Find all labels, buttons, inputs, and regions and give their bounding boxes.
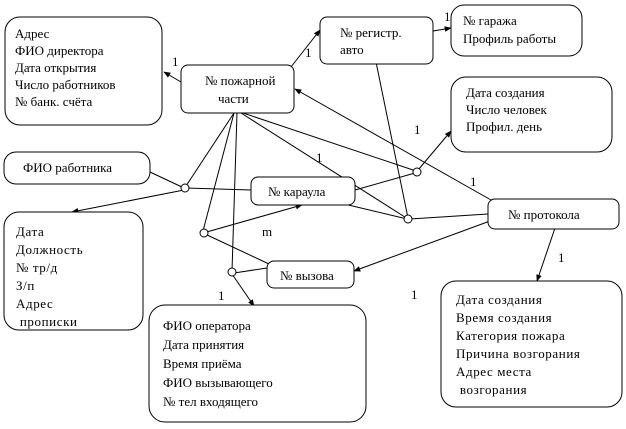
attr-line: Должность: [16, 242, 83, 257]
line-vehicle-to-node: [375, 61, 409, 219]
entity-shift: № караула: [250, 176, 356, 206]
connectors: [71, 26, 556, 307]
junction-node-worker: [180, 183, 190, 193]
line-node3-to-call: [233, 267, 268, 274]
attr-line: Профиль работы: [463, 31, 556, 46]
attr-line: ФИО вызывающего: [163, 375, 273, 390]
attr-line: Дата открытия: [15, 60, 96, 75]
cardinality-label: 1: [411, 287, 418, 302]
attr-line: З/п: [16, 278, 35, 293]
line-station-to-vehicle: [286, 29, 321, 73]
line-station-to-attrs: [163, 71, 182, 83]
attr-line: Адрес места: [456, 364, 532, 379]
attr-line: возгорания: [456, 382, 527, 397]
cardinality-label: 1: [305, 45, 312, 60]
entity-label: № пожарной: [205, 73, 275, 88]
entity-protocol: № протокола: [487, 198, 620, 230]
attr-line: Дата создания: [466, 85, 545, 100]
attr-line: № банк. счёта: [15, 94, 92, 109]
attr-line: Категория пожара: [456, 328, 565, 343]
entity-vehicle: № регистр. авто: [319, 16, 434, 65]
attr-line: Профил. день: [466, 119, 542, 134]
cardinality-label: 1: [444, 9, 451, 24]
line-node2-to-shift: [202, 204, 303, 234]
attr-line: Число человек: [466, 102, 548, 117]
svg-text:№ протокола: № протокола: [508, 207, 580, 222]
cardinality-label: 1: [470, 174, 477, 189]
line-node-to-shift: [185, 187, 252, 191]
junction-node-shift-call: [199, 228, 209, 238]
entity-call: № вызова: [266, 260, 355, 289]
cardinality-label: 1: [558, 250, 565, 265]
svg-text:№ караула: № караула: [268, 184, 326, 199]
line-node-to-worker-attrs: [71, 189, 185, 214]
entity-label: № регистр.: [340, 25, 402, 40]
attr-line: Время приёма: [163, 356, 242, 371]
entity-fire-station: № пожарной части: [180, 64, 295, 114]
attr-line: прописки: [16, 314, 78, 329]
line-node5-to-shift: [339, 202, 408, 220]
junction-node-vehicle: [403, 214, 413, 224]
entity-label: авто: [340, 42, 364, 57]
attr-line: Дата принятия: [163, 337, 244, 352]
line-node3-to-station: [231, 112, 238, 272]
attr-line: Дата: [16, 224, 44, 239]
attr-line: Причина возгорания: [456, 346, 580, 361]
line-node4-to-shift: [354, 172, 416, 191]
attr-line: Время создания: [456, 310, 552, 325]
attr-line: ФИО директора: [15, 43, 104, 58]
attr-line: № тр/д: [16, 260, 58, 275]
attr-line: Адрес: [15, 26, 50, 41]
entity-label: № караула: [268, 184, 326, 199]
attr-line: ФИО работника: [23, 160, 112, 175]
entity-worker-name: ФИО работника: [3, 151, 151, 185]
svg-text:ФИО работника: ФИО работника: [23, 160, 112, 175]
line-protocol-to-station: [294, 88, 492, 201]
cardinality-label: 1: [414, 122, 421, 137]
attr-line: Дата создания: [456, 292, 542, 307]
entity-label: № вызова: [280, 268, 334, 283]
cardinality-label: m: [262, 224, 272, 239]
svg-text:№ регистр.авто: № регистр. авто: [340, 25, 402, 57]
attr-line: ФИО оператора: [163, 318, 251, 333]
entity-label: № протокола: [508, 207, 580, 222]
line-node5-to-station: [240, 112, 409, 220]
attr-line: № тел входящего: [163, 394, 258, 409]
line-protocol-to-attrs: [536, 227, 556, 282]
cardinality-label: 1: [218, 288, 225, 303]
attr-line: Число работников: [15, 77, 116, 92]
line-node2-to-call: [204, 233, 270, 265]
junction-node-call: [227, 267, 237, 277]
line-node2-to-station: [202, 112, 235, 232]
attr-line: № гаража: [463, 13, 517, 28]
entity-label: части: [218, 91, 249, 106]
line-node4-to-station: [239, 111, 417, 172]
line-protocol-to-node5: [409, 213, 489, 220]
attr-line: Адрес: [16, 296, 53, 311]
cardinality-label: 1: [172, 54, 179, 69]
line-node-to-station: [185, 112, 235, 187]
svg-text:№ вызова: № вызова: [280, 268, 334, 283]
line-node4-to-shift-attrs: [417, 130, 452, 171]
line-vehicle-to-garage: [432, 26, 452, 32]
line-protocol-to-call: [353, 220, 491, 272]
cardinality-label: 1: [316, 150, 323, 165]
junction-node-shift-attrs: [412, 167, 422, 177]
line-node3-to-call-attrs: [231, 273, 255, 307]
line-worker-name-to-node: [149, 171, 185, 189]
